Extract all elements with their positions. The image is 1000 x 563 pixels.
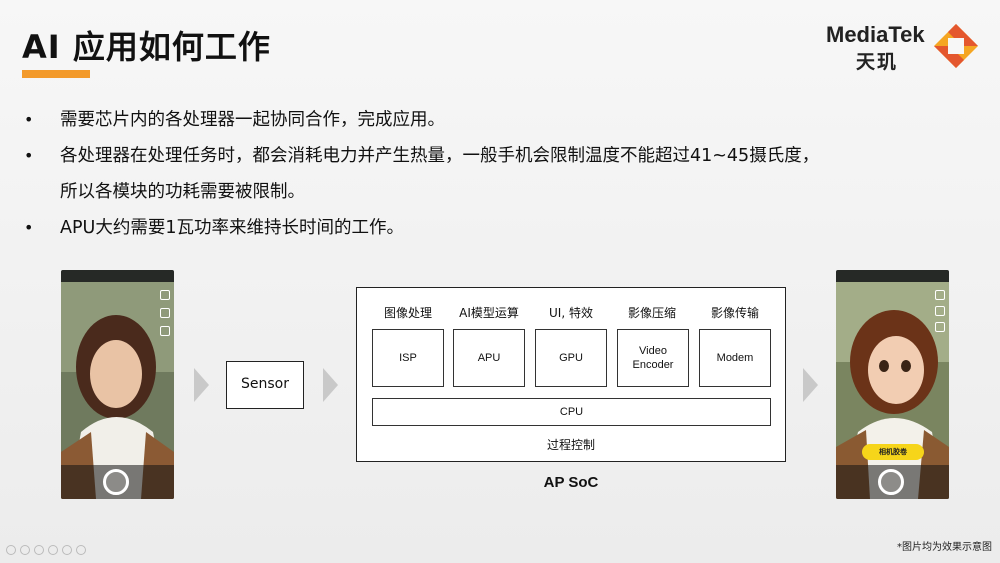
mediatek-logo: MediaTek 天玑 [826,22,982,73]
prev-slide-icon[interactable] [6,545,16,555]
sensor-block: Sensor [226,361,304,409]
bullet-item: • 需要芯片内的各处理器一起协同合作，完成应用。 [22,102,982,138]
gpu-block: GPU [535,329,607,387]
page-title: AI 应用如何工作 [22,28,271,66]
camera-shutter-icon [103,469,129,495]
arrow-right-icon [194,368,209,402]
cartoon-portrait [836,282,949,499]
bullet-item: • APU大约需要1瓦功率来维持长时间的工作。 [22,210,982,246]
mediatek-logo-icon [934,24,978,68]
bullet-text: 所以各模块的功耗需要被限制。 [60,182,305,202]
slide-nav-controls[interactable] [6,545,86,555]
block-title-image-processing: 图像处理 [383,306,432,320]
camera-shutter-icon [878,469,904,495]
bullet-dot: • [24,110,34,129]
next-slide-icon[interactable] [20,545,30,555]
footnote: *图片均为效果示意图 [897,542,992,553]
process-control-label: 过程控制 [546,438,595,452]
ap-soc-diagram: 图像处理 AI模型运算 UI, 特效 影像压缩 影像传输 ISP APU GPU… [356,287,786,462]
bullet-text: 各处理器在处理任务时，都会消耗电力并产生热量，一般手机会限制温度不能超过41~4… [60,146,820,166]
arrow-right-icon [323,368,338,402]
pen-icon[interactable] [34,545,44,555]
camera-flip-icon [935,290,945,300]
block-title-ai-compute: AI模型运算 [459,306,519,320]
phone-status-bar [61,270,174,282]
block-title-image-compression: 影像压缩 [627,306,676,320]
phone-screenshot-input [61,270,174,499]
phone-screenshot-output: 相机胶卷 [836,270,949,499]
isp-block: ISP [372,329,444,387]
camera-roll-chip: 相机胶卷 [862,444,924,460]
slides-grid-icon[interactable] [48,545,58,555]
logo-brand-en: MediaTek [826,22,925,47]
bullet-text: APU大约需要1瓦功率来维持长时间的工作。 [60,218,404,238]
bullet-item-continuation: 所以各模块的功耗需要被限制。 [22,174,982,210]
music-icon [160,326,170,336]
bullet-dot: • [24,218,34,237]
arrow-right-icon [803,368,818,402]
block-title-ui-effects: UI, 特效 [549,306,593,320]
bullet-item: • 各处理器在处理任务时，都会消耗电力并产生热量，一般手机会限制温度不能超过41… [22,138,982,174]
title-accent-bar [22,70,90,78]
flash-icon [160,308,170,318]
bullet-dot: • [24,146,34,165]
bullet-list: • 需要芯片内的各处理器一起协同合作，完成应用。 • 各处理器在处理任务时，都会… [22,102,982,246]
phone-status-bar [836,270,949,282]
modem-block: Modem [699,329,771,387]
soc-caption: AP SoC [543,474,599,491]
cpu-block: CPU [372,398,771,426]
video-encoder-block: Video Encoder [617,329,689,387]
flash-icon [935,306,945,316]
apu-block: APU [453,329,525,387]
effects-icon [935,322,945,332]
block-title-image-transmission: 影像传输 [710,306,759,320]
zoom-icon[interactable] [62,545,72,555]
more-options-icon[interactable] [76,545,86,555]
logo-brand-cn: 天玑 [856,51,899,73]
bullet-text: 需要芯片内的各处理器一起协同合作，完成应用。 [60,110,445,130]
camera-flip-icon [160,290,170,300]
